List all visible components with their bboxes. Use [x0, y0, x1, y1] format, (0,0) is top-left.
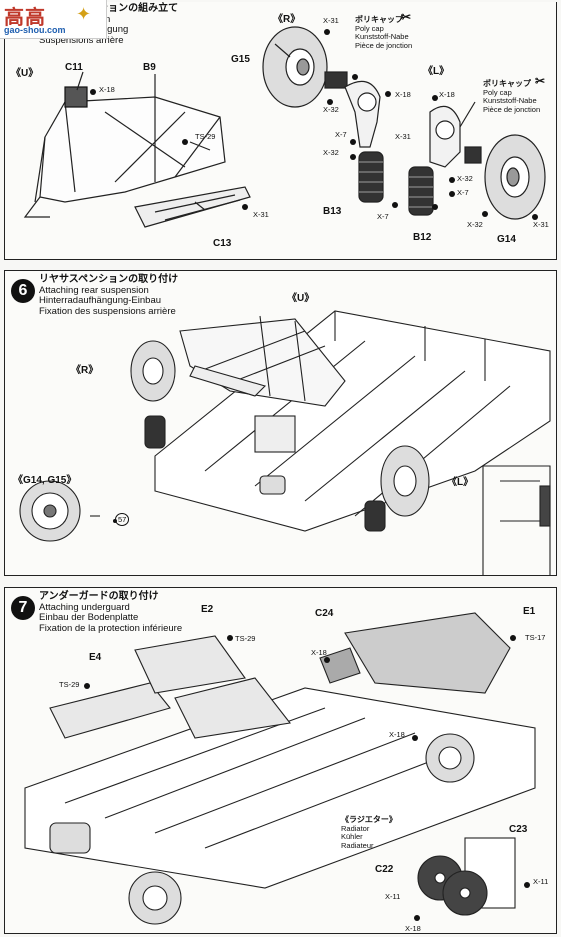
step-7-title-en: Attaching underguard [39, 601, 130, 613]
step-5-title-fr: Suspensions arrière [39, 34, 124, 46]
screw-x7-r-label: X-7 [335, 130, 347, 139]
screw-x18-3-label: X-18 [405, 924, 421, 933]
part-b13-label: B13 [323, 206, 342, 217]
group-r-label: 《R》 [273, 14, 301, 25]
part-c13-label: C13 [213, 238, 232, 249]
step-5-title-jp: リヤサスペンションの組み立て [39, 3, 179, 14]
watermark-url: gao-shou.com [4, 25, 66, 35]
part-b12-label: B12 [413, 232, 432, 243]
step-7-heading: アンダーガードの取り付け Attaching underguard Einbau… [39, 591, 183, 634]
part-e1-label: E1 [523, 606, 536, 617]
step-6-panel: 6 リヤサスペンションの取り付け Attaching rear suspensi… [4, 270, 557, 576]
screw-ts29-e4-label: TS-29 [59, 680, 80, 689]
step-7-title-jp: アンダーガードの取り付け [39, 591, 159, 602]
group-l-label: 《L》 [447, 477, 474, 488]
group-g-label: 《G14, G15》 [13, 475, 77, 486]
group-l-label: 《L》 [423, 66, 450, 77]
screw-x32-r-label: X-32 [323, 105, 339, 114]
screw-x18-2-label: X-18 [389, 730, 405, 739]
screw-x32-l2-label: X-32 [467, 220, 483, 229]
screw-x18-label: X-18 [311, 648, 327, 657]
screw-x7-l-label: X-7 [457, 188, 469, 197]
polycap-note-r: ポリキャップ Poly cap Kunststoff-Nabe Pièce de… [355, 15, 413, 50]
part-g14-label: G14 [497, 234, 516, 245]
step-7-panel: 7 アンダーガードの取り付け Attaching underguard Einb… [4, 587, 557, 934]
part-e4-label: E4 [89, 652, 102, 663]
part-c22-label: C22 [375, 864, 394, 875]
screw-x18-label: X-18 [99, 85, 115, 94]
radiator-note: 《ラジエター》 Radiator Kühler Radiateur [341, 815, 397, 850]
step-6-title-jp: リヤサスペンションの取り付け [39, 274, 179, 285]
part-e2-label: E2 [201, 604, 214, 615]
step-6-title-en: Attaching rear suspension [39, 284, 149, 296]
star-icon: ✦ [76, 4, 92, 24]
step-6-illustration [19, 310, 551, 575]
group-u-label: 《U》 [287, 293, 315, 304]
step-7-illustration [24, 612, 536, 925]
part-c11-label: C11 [65, 62, 83, 73]
tools-icon: ✂ [401, 10, 412, 24]
watermark-logo-text: 高高 [4, 7, 46, 29]
step-6-number: 6 [11, 279, 35, 303]
step-6-title-fr: Fixation des suspensions arrière [39, 305, 176, 317]
screw-x32-r2-label: X-32 [323, 148, 339, 157]
screw-x7-r2-label: X-7 [377, 212, 389, 221]
step-6-title-de: Hinterradaufhängung-Einbau [39, 295, 162, 306]
screw-x31-label: X-31 [253, 210, 269, 219]
screw-x11-2-label: X-11 [533, 877, 549, 886]
step-5-panel: リヤサスペンションの組み立て Rear suspension Hinterrad… [4, 2, 557, 260]
screw-x11-label: X-11 [385, 892, 401, 901]
watermark-logo: 高高 ✦ gao-shou.com [0, 0, 107, 39]
screw-ts17-label: TS-17 [525, 633, 546, 642]
screw-x31-r-label: X-31 [323, 16, 339, 25]
part-b9-label: B9 [143, 62, 156, 73]
part-c23-label: C23 [509, 824, 528, 835]
screw-ts29-label: TS-29 [195, 132, 216, 141]
step-7-number: 7 [11, 596, 35, 620]
screw-ts29-label: TS-29 [235, 634, 256, 643]
step-7-title-de: Einbau der Bodenplatte [39, 612, 139, 623]
screw-x32-l-label: X-32 [457, 174, 473, 183]
screw-x31-l-label: X-31 [533, 220, 549, 229]
reference-circle: 57 [115, 513, 130, 526]
group-r-label: 《R》 [71, 365, 99, 376]
tools-icon-l: ✂ [535, 74, 546, 88]
group-u-label: 《U》 [11, 68, 39, 79]
screw-x31-r2-label: X-31 [395, 132, 411, 141]
part-g15-label: G15 [231, 54, 250, 65]
part-c24-label: C24 [315, 608, 334, 619]
step-7-title-fr: Fixation de la protection inférieure [39, 622, 183, 634]
polycap-note-l: ポリキャップ Poly cap Kunststoff-Nabe Pièce de… [483, 79, 541, 114]
step-6-heading: リヤサスペンションの取り付け Attaching rear suspension… [39, 274, 179, 317]
step-5-illustration [23, 26, 546, 228]
screw-x18-r-label: X-18 [395, 90, 411, 99]
screw-x18-l-label: X-18 [439, 90, 455, 99]
